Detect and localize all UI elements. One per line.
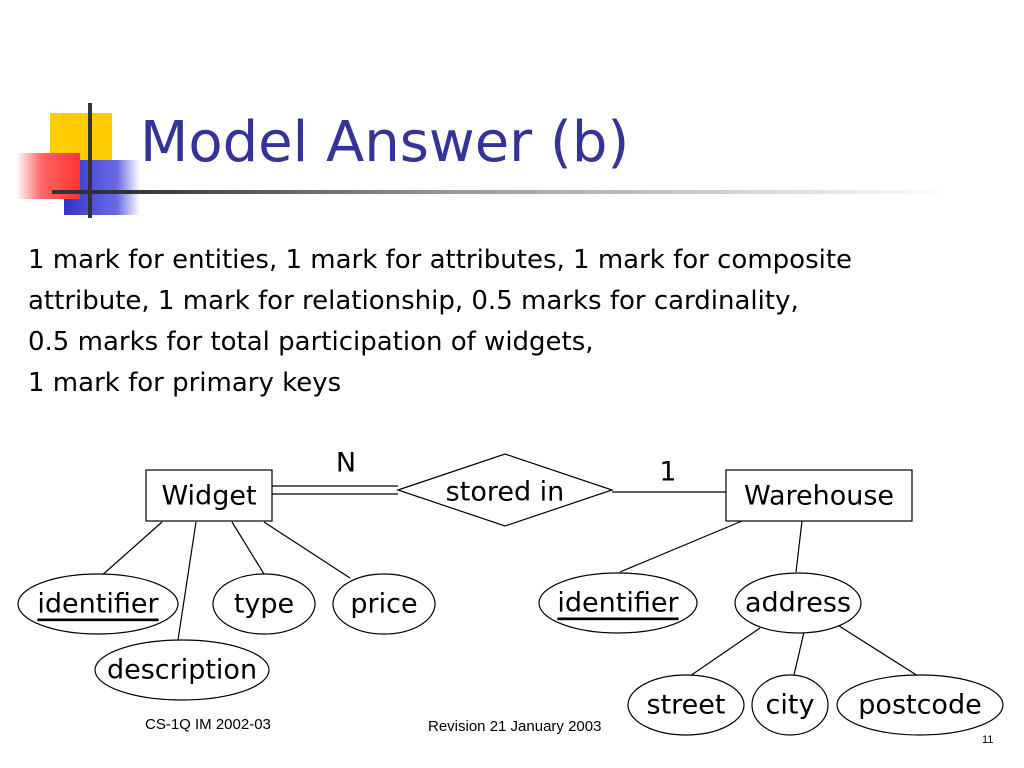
footer-course: CS-1Q IM 2002-03: [145, 716, 271, 733]
attr-widget-identifier: identifier: [37, 589, 159, 620]
attr-widget-description: description: [107, 655, 257, 686]
entity-widget-box: [145, 469, 273, 522]
marking-scheme: 1 mark for entities, 1 mark for attribut…: [28, 240, 1008, 404]
title-divider: [52, 190, 952, 194]
attr-widget-type: type: [234, 589, 294, 620]
attr-address-city: city: [766, 690, 815, 721]
attr-ellipse: [538, 572, 698, 634]
relationship-diamond: [396, 453, 614, 527]
attr-ellipse: [627, 674, 745, 736]
footer-revision: Revision 21 January 2003: [428, 718, 602, 735]
attr-warehouse-identifier: identifier: [557, 588, 679, 619]
attr-widget-price: price: [350, 589, 417, 620]
attr-address-street: street: [647, 690, 726, 721]
marking-line: 1 mark for primary keys: [28, 368, 342, 398]
attr-ellipse: [836, 674, 1004, 736]
attr-ellipse: [212, 573, 316, 635]
entity-widget-label: Widget: [161, 481, 256, 512]
attr-ellipse: [17, 573, 179, 635]
attr-ellipse: [734, 572, 862, 634]
attr-ellipse: [332, 573, 436, 635]
marking-line: 1 mark for entities, 1 mark for attribut…: [28, 245, 853, 275]
connector-line: [619, 520, 743, 573]
connector-line: [793, 631, 805, 676]
connector-line: [689, 627, 761, 677]
connector-line: [795, 520, 803, 573]
entity-warehouse-label: Warehouse: [744, 481, 894, 512]
marking-line: 0.5 marks for total participation of wid…: [28, 327, 594, 357]
attr-warehouse-address: address: [745, 588, 851, 619]
slide-number: 11: [982, 734, 994, 746]
marking-line: attribute, 1 mark for relationship, 0.5 …: [28, 286, 799, 316]
cardinality-1-label: 1: [659, 457, 676, 488]
connector-line: [99, 521, 163, 578]
page-title: Model Answer (b): [140, 110, 630, 175]
entity-warehouse-box: [725, 469, 913, 522]
cardinality-n-label: N: [336, 448, 356, 479]
connector-line: [231, 521, 265, 575]
connector-line: [835, 623, 919, 677]
deco-vertical-line: [88, 103, 92, 218]
attr-ellipse: [751, 674, 829, 736]
connector-line: [263, 521, 351, 579]
relationship-label: stored in: [446, 477, 565, 508]
connector-line: [177, 521, 197, 641]
attr-ellipse: [94, 639, 270, 701]
attr-address-postcode: postcode: [858, 690, 981, 721]
